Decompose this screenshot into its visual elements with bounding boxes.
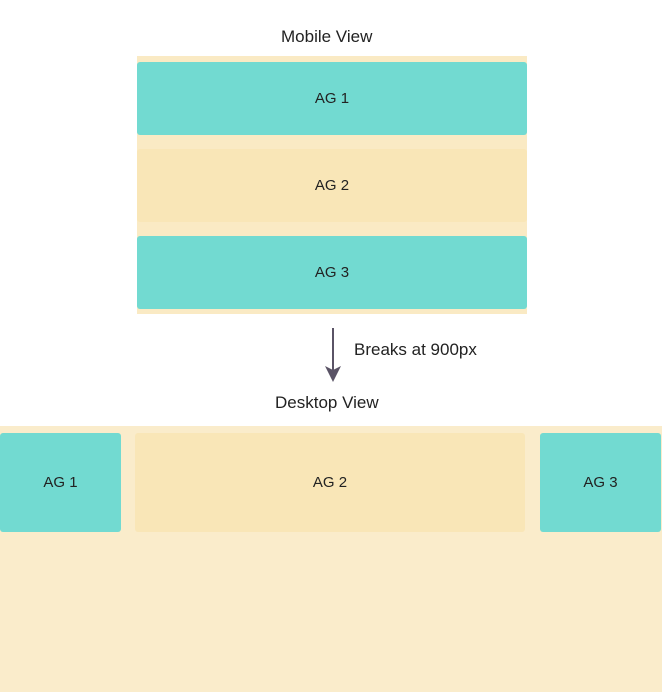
mobile-area-ag2-label: AG 2: [314, 177, 350, 194]
mobile-area-ag3-label: AG 3: [314, 264, 350, 281]
arrow-down-icon: [325, 328, 341, 382]
desktop-area-ag3: AG 3: [540, 433, 661, 532]
mobile-area-ag2: AG 2: [137, 149, 527, 222]
desktop-area-ag1-label: AG 1: [43, 474, 78, 491]
mobile-area-ag1-label: AG 1: [314, 90, 350, 107]
mobile-area-ag1: AG 1: [137, 62, 527, 135]
mobile-view-title: Mobile View: [281, 27, 373, 46]
desktop-view-title: Desktop View: [275, 393, 379, 412]
desktop-area-ag2-label: AG 2: [312, 474, 348, 491]
mobile-area-ag3: AG 3: [137, 236, 527, 309]
desktop-area-ag2: AG 2: [135, 433, 525, 532]
desktop-area-ag3-label: AG 3: [583, 474, 618, 491]
mobile-layout: AG 1 AG 2 AG 3: [137, 56, 527, 314]
desktop-layout: AG 1 AG 2 AG 3: [0, 426, 662, 692]
breakpoint-label: Breaks at 900px: [354, 340, 477, 359]
desktop-area-ag1: AG 1: [0, 433, 121, 532]
